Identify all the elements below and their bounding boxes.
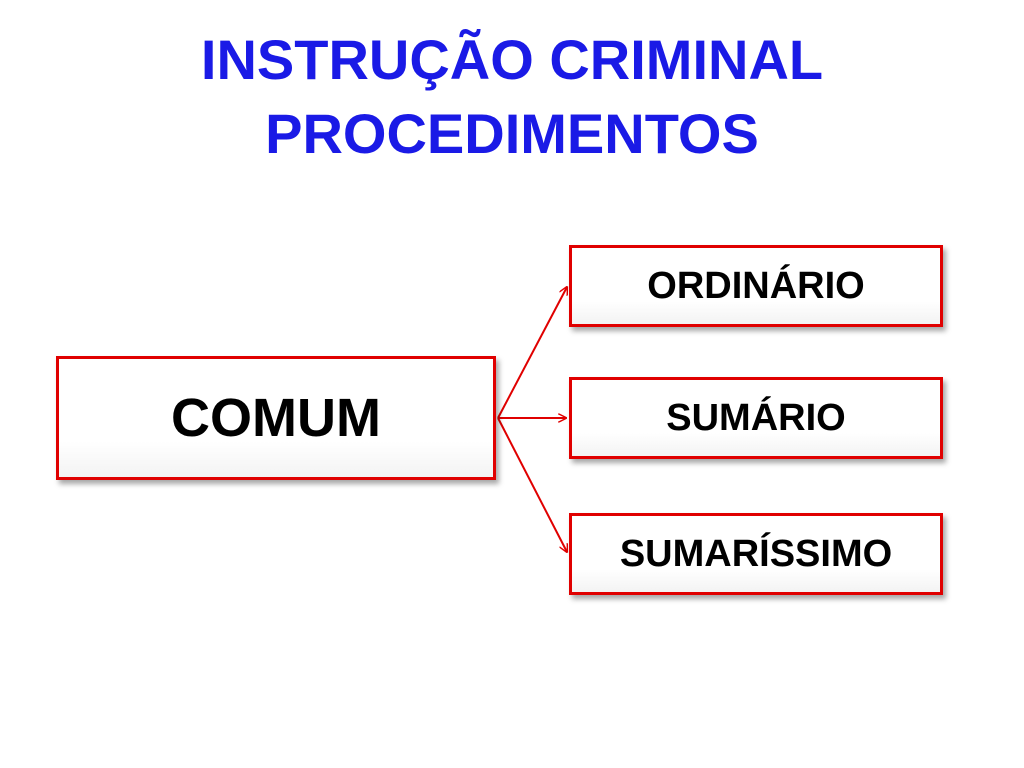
node-sumarissimo-label: SUMARÍSSIMO: [619, 532, 893, 575]
arrow-to-sumarissimo: [497, 417, 567, 552]
node-comum: COMUM: [56, 356, 496, 480]
title-line-1: INSTRUÇÃO CRIMINAL: [200, 28, 824, 91]
title-line-2: PROCEDIMENTOS: [265, 102, 759, 165]
node-sumario: SUMÁRIO: [569, 377, 943, 459]
node-sumario-label: SUMÁRIO: [666, 396, 846, 439]
node-ordinario-label: ORDINÁRIO: [647, 264, 865, 307]
arrow-to-ordinario: [497, 287, 567, 419]
node-sumarissimo: SUMARÍSSIMO: [569, 513, 943, 595]
node-ordinario: ORDINÁRIO: [569, 245, 943, 327]
node-comum-label: COMUM: [171, 388, 381, 448]
